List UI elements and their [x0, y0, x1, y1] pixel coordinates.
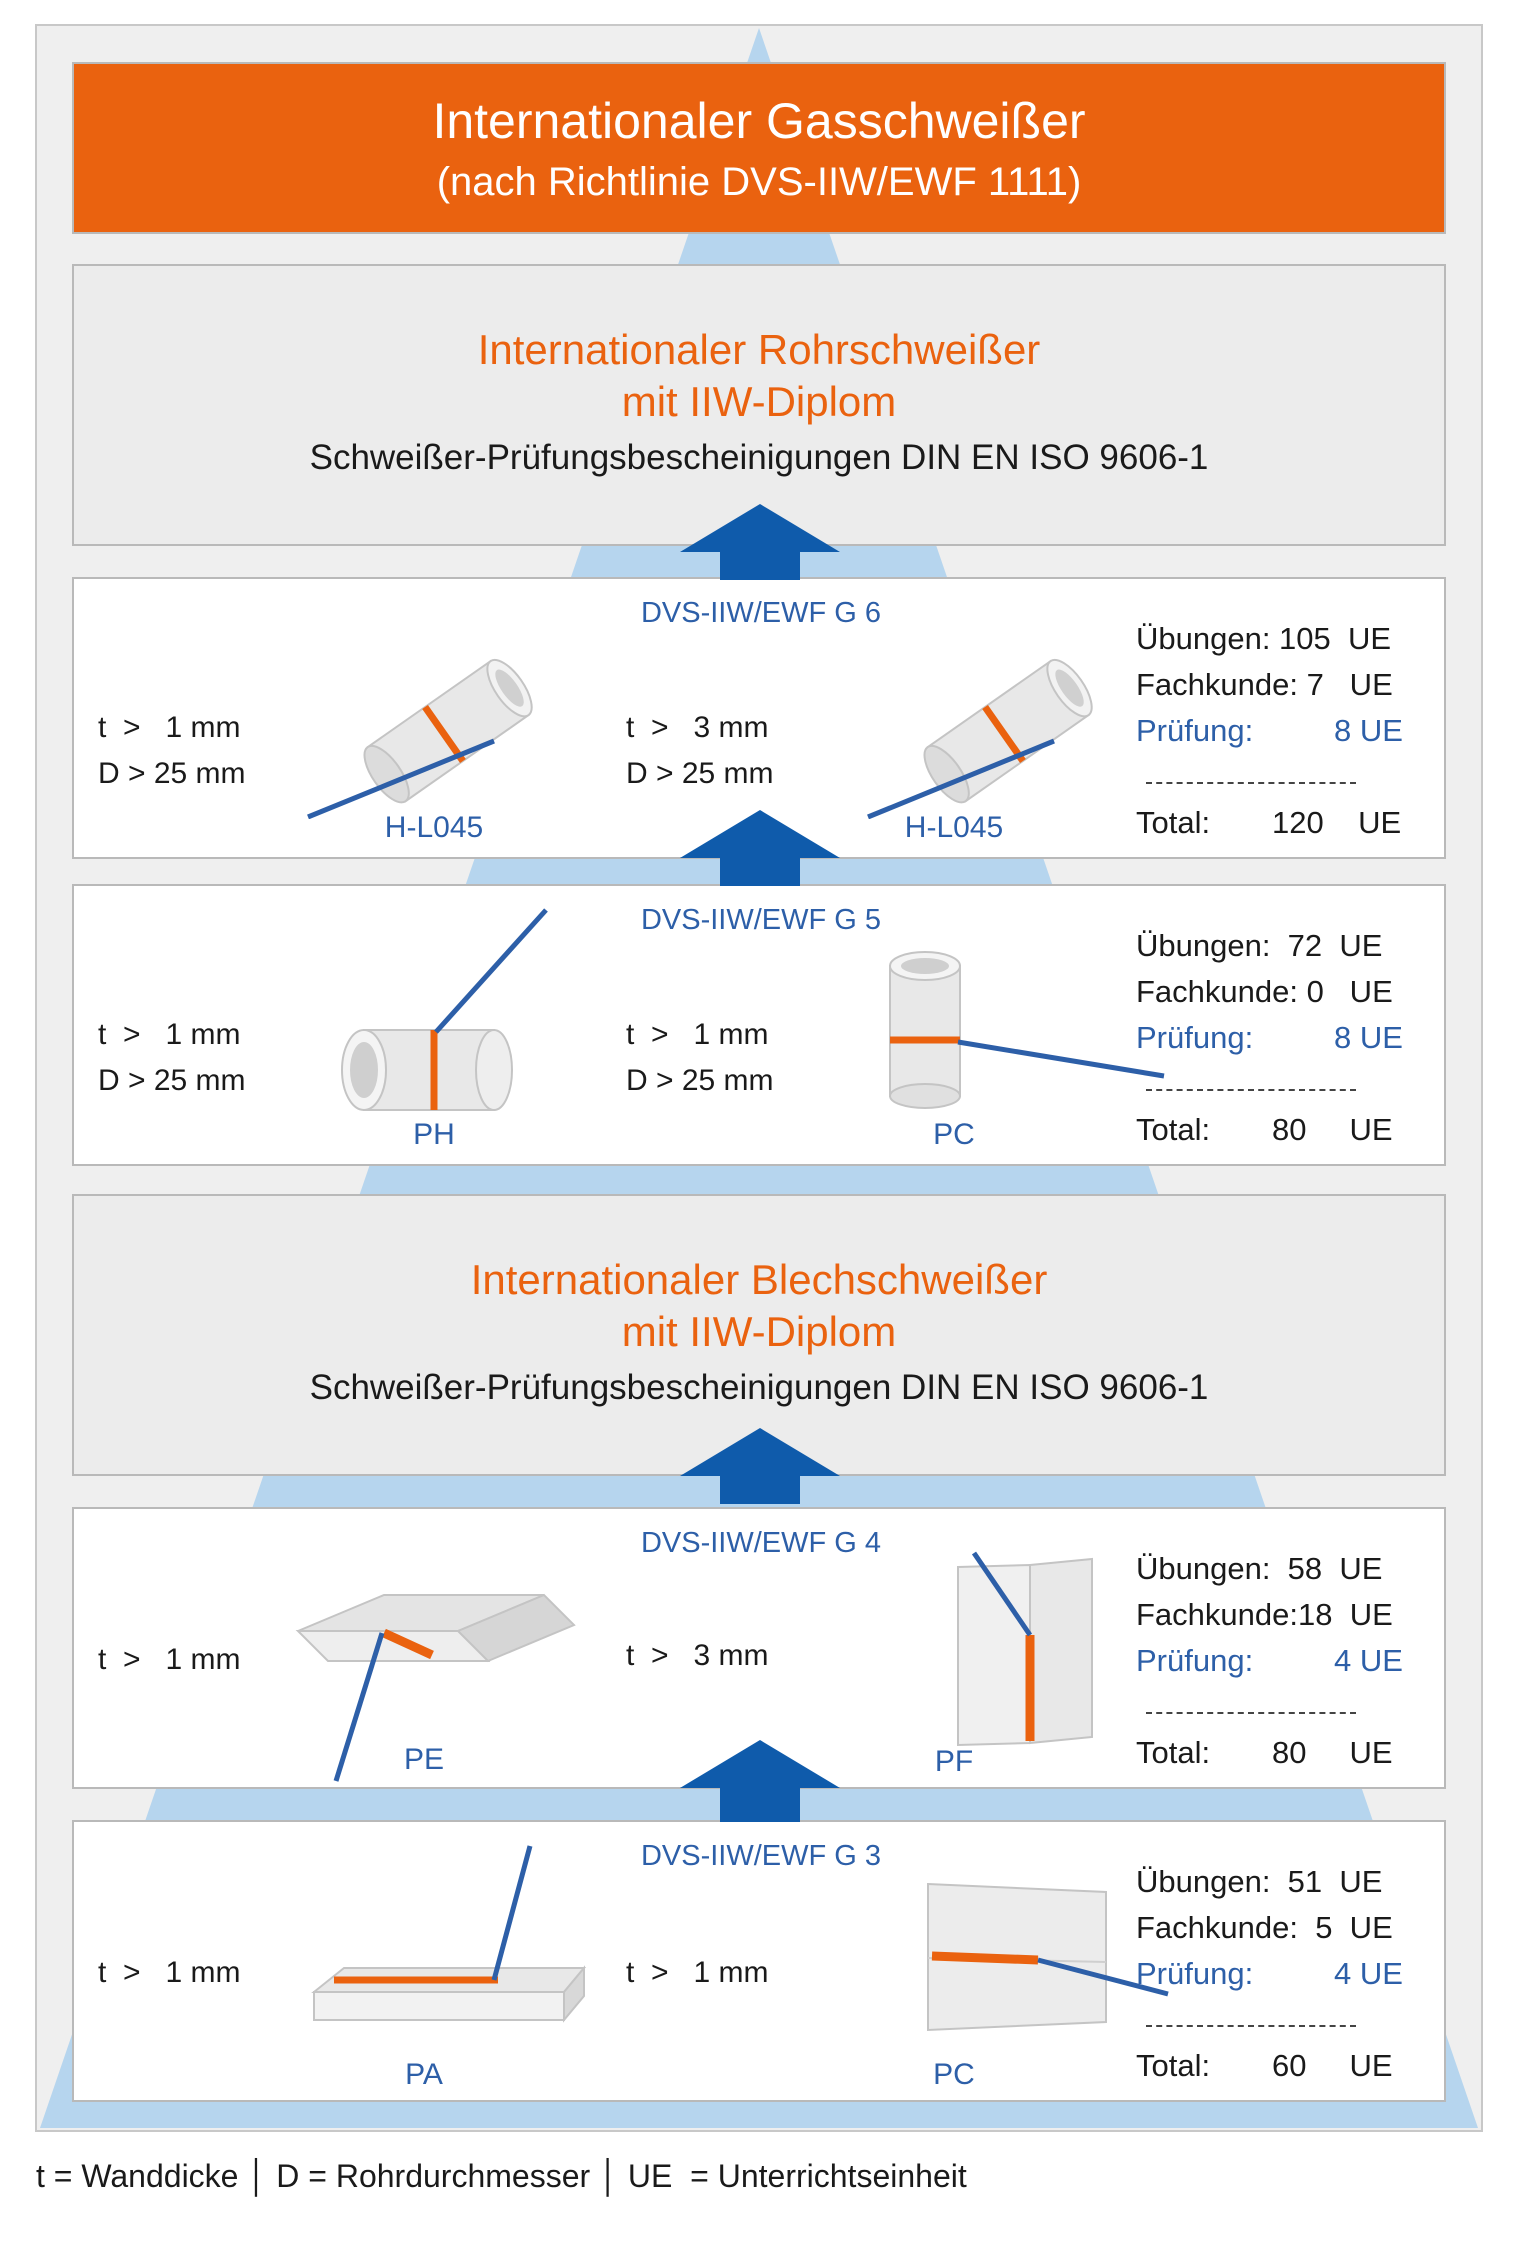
pipe-45-right-illustration — [867, 658, 1093, 819]
stat-total-label: Total: — [1136, 1735, 1211, 1770]
right-thickness: t > 3 mm — [626, 1639, 769, 1672]
stat-pruefung-value: 8 UE — [1334, 713, 1403, 748]
plate-cert-standard: Schweißer-Prüfungsbescheinigungen DIN EN… — [309, 1368, 1209, 1407]
header-gas-welder: Internationaler Gasschweißer (nach Richt… — [72, 62, 1446, 234]
stat-uebungen: Übungen: 58 UE — [1136, 1551, 1383, 1586]
position-label-right: PF — [934, 1745, 974, 1778]
stat-fachkunde: Fachkunde: 7 UE — [1136, 667, 1393, 702]
position-label-left: PH — [413, 1118, 455, 1151]
stat-fachkunde: Fachkunde: 0 UE — [1136, 974, 1393, 1009]
pipe-45-left-illustration — [307, 658, 533, 819]
stat-fachkunde: Fachkunde:18 UE — [1136, 1597, 1393, 1632]
left-thickness: t > 1 mm — [98, 1643, 241, 1676]
stat-pruefung-label: Prüfung: — [1136, 1956, 1254, 1991]
stat-pruefung-label: Prüfung: — [1136, 713, 1254, 748]
stat-total-label: Total: — [1136, 2048, 1211, 2083]
right-diameter: D > 25 mm — [626, 757, 774, 790]
left-thickness: t > 1 mm — [98, 1956, 241, 1989]
left-diameter: D > 25 mm — [98, 1064, 246, 1097]
position-label-right: PC — [933, 2058, 975, 2091]
stat-total-value: 80 UE — [1272, 1735, 1393, 1770]
stats-divider — [1146, 2025, 1356, 2027]
stat-pruefung-label: Prüfung: — [1136, 1020, 1254, 1055]
plate-cert-diploma: mit IIW-Diplom — [621, 1308, 897, 1355]
header-title: Internationaler Gasschweißer — [432, 93, 1086, 149]
stat-fachkunde: Fachkunde: 5 UE — [1136, 1910, 1393, 1945]
stat-pruefung-value: 8 UE — [1334, 1020, 1403, 1055]
stat-uebungen: Übungen: 105 UE — [1136, 621, 1392, 656]
stat-uebungen: Übungen: 72 UE — [1136, 928, 1383, 963]
pipe-horizontal-illustration — [341, 908, 548, 1111]
pipe-welder-certificate: Internationaler Rohrschweißer mit IIW-Di… — [72, 264, 1446, 546]
stat-pruefung-label: Prüfung: — [1136, 1643, 1254, 1678]
legend: t = Wanddicke │ D = Rohrdurchmesser │ UE… — [36, 2158, 967, 2194]
stat-total-value: 80 UE — [1272, 1112, 1393, 1147]
right-diameter: D > 25 mm — [626, 1064, 774, 1097]
right-thickness: t > 1 mm — [626, 1018, 769, 1051]
position-label-left: PA — [405, 2058, 443, 2091]
level-title: DVS-IIW/EWF G 6 — [640, 597, 882, 629]
plate-cert-title: Internationaler Blechschweißer — [470, 1256, 1048, 1303]
plate-flat-illustration — [311, 1845, 587, 2023]
stat-total-label: Total: — [1136, 1112, 1211, 1147]
left-thickness: t > 1 mm — [98, 711, 241, 744]
level-title: DVS-IIW/EWF G 5 — [640, 904, 882, 936]
level-g3: DVS-IIW/EWF G 3 t > 1 mm PA t > 1 mm PC … — [72, 1820, 1446, 2102]
position-label-left: PE — [403, 1743, 445, 1776]
pipe-cert-title: Internationaler Rohrschweißer — [477, 326, 1041, 373]
position-label-left: H-L045 — [384, 811, 484, 844]
position-label-right: PC — [933, 1118, 975, 1151]
stats-divider — [1146, 1712, 1356, 1714]
stat-total-value: 120 UE — [1272, 805, 1402, 840]
level-g5: DVS-IIW/EWF G 5 t > 1 mm D > 25 mm PH t … — [72, 884, 1446, 1166]
level-title: DVS-IIW/EWF G 4 — [640, 1527, 882, 1559]
left-thickness: t > 1 mm — [98, 1018, 241, 1051]
arrow-up-icon — [680, 1740, 840, 1822]
plate-overhead-illustration — [295, 1593, 576, 1782]
stats-divider — [1146, 782, 1356, 784]
plate-horizontal-vertical-illustration — [927, 1882, 1169, 2032]
plate-vertical-illustration — [957, 1551, 1093, 1747]
stat-pruefung-value: 4 UE — [1334, 1956, 1403, 1991]
arrow-up-icon — [680, 1428, 840, 1504]
arrow-up-icon — [680, 504, 840, 580]
pipe-cert-diploma: mit IIW-Diplom — [621, 378, 897, 425]
stat-pruefung-value: 4 UE — [1334, 1643, 1403, 1678]
stat-total-label: Total: — [1136, 805, 1211, 840]
pipe-cert-standard: Schweißer-Prüfungsbescheinigungen DIN EN… — [309, 438, 1209, 477]
pipe-vertical-illustration — [889, 951, 1165, 1109]
position-label-right: H-L045 — [904, 811, 1004, 844]
stat-total-value: 60 UE — [1272, 2048, 1393, 2083]
level-title: DVS-IIW/EWF G 3 — [640, 1840, 882, 1872]
left-diameter: D > 25 mm — [98, 757, 246, 790]
right-thickness: t > 1 mm — [626, 1956, 769, 1989]
stats-divider — [1146, 1089, 1356, 1091]
stat-uebungen: Übungen: 51 UE — [1136, 1864, 1383, 1899]
arrow-up-icon — [680, 810, 840, 886]
level-g6: DVS-IIW/EWF G 6 t > 1 mm D > 25 mm H-L04… — [72, 577, 1446, 859]
right-thickness: t > 3 mm — [626, 711, 769, 744]
header-subtitle: (nach Richtlinie DVS-IIW/EWF 1111) — [436, 160, 1082, 204]
